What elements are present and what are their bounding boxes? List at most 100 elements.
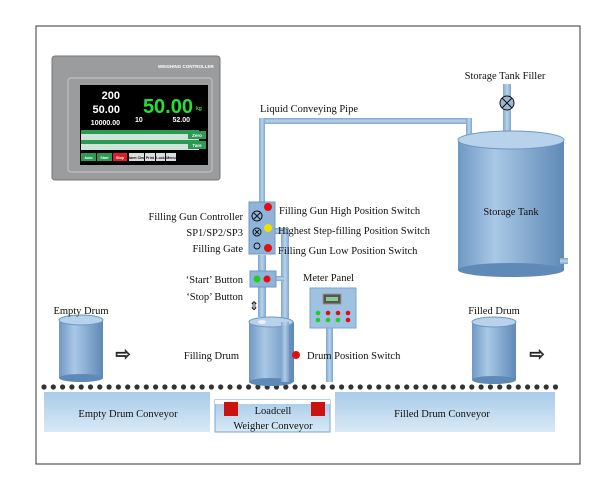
arrow-right-icon: ⇨ (529, 344, 544, 364)
label-sp: SP1/SP2/SP3 (186, 228, 243, 239)
conveyor-roller (525, 384, 531, 390)
conveyor-roller (106, 384, 112, 390)
controller-button-label: Lock (156, 156, 164, 160)
conveyor-roller (246, 384, 252, 390)
conveyor-roller (534, 384, 540, 390)
high-position-lamp (264, 203, 272, 211)
conveyor-roller (78, 384, 84, 390)
start-button[interactable] (253, 275, 261, 283)
conveyor-roller (422, 384, 428, 390)
conveyor-roller (87, 384, 94, 390)
drum-position-switch (292, 351, 300, 359)
filled-drum (471, 316, 517, 384)
conveyor-roller (487, 384, 493, 390)
label-liquid-pipe: Liquid Conveying Pipe (260, 104, 358, 115)
controller-button (156, 153, 165, 161)
controller-button (97, 153, 112, 161)
label-storage-tank: Storage Tank (483, 207, 539, 218)
conveyor-roller (450, 384, 456, 390)
label-filling-gate: Filling Gate (193, 244, 244, 255)
valve-icon (252, 227, 262, 237)
label-empty-drum: Empty Drum (53, 306, 108, 317)
conveyor-roller (115, 384, 121, 390)
conveyor-roller (236, 384, 242, 390)
conveyor-roller (413, 384, 419, 390)
conveyor-roller (171, 384, 177, 390)
arrow-right-icon: ⇨ (115, 344, 130, 364)
conveyor-roller (60, 384, 66, 390)
meter-lamp (345, 310, 351, 316)
controller-button (145, 153, 155, 161)
label-step-switch: Highest Step-filling Position Switch (278, 226, 431, 237)
controller-side-button (188, 131, 206, 139)
conveyor-roller (227, 384, 233, 390)
conveyor-roller (69, 384, 75, 390)
filling-gun-controller (248, 201, 276, 255)
label-loadcell: Loadcell (255, 406, 292, 417)
conveyor-roller (208, 384, 214, 390)
label-start-button: ‘Start’ Button (186, 275, 244, 286)
conveyor-roller (394, 384, 400, 390)
controller-side-button-label: Tare (192, 143, 202, 148)
total-value: 10000.00 (91, 120, 120, 127)
meter-lamp (315, 310, 321, 316)
main-weight: 50.00 (143, 96, 193, 118)
low-position-lamp (264, 244, 272, 252)
meter-lamp (345, 317, 351, 323)
conveyor-roller (255, 384, 261, 390)
conveyor-roller (320, 384, 326, 390)
conveyor-roller (329, 384, 335, 390)
conveyor-roller (190, 384, 196, 390)
label-storage-tank-filler: Storage Tank Filler (465, 71, 546, 82)
label-filled-drum: Filled Drum (468, 306, 520, 317)
final-value: 50.00 (92, 104, 120, 116)
label-low-switch: Filling Gun Low Position Switch (278, 246, 418, 257)
conveyor-roller (292, 384, 298, 390)
label-filled-conveyor: Filled Drum Conveyor (394, 409, 490, 420)
conveyor-roller (153, 384, 159, 390)
conveyor-roller (366, 384, 373, 390)
conveyor-roller (125, 384, 131, 390)
conveyor-roller (348, 384, 354, 390)
step-position-lamp (264, 224, 272, 232)
storage-tank: Storage Tank (457, 130, 568, 277)
controller-side-button-label: Zero (192, 133, 202, 138)
empty-drum-conveyor (44, 392, 210, 432)
conveyor-roller (376, 384, 382, 390)
controller-button-label: Alarm Clear (126, 156, 147, 160)
conveyor-roller (441, 384, 447, 390)
controller-button-label: Menu (166, 156, 175, 160)
conveyor-roller (162, 384, 168, 390)
liquid-conveying-pipe (259, 118, 471, 124)
conveyor-roller (143, 384, 149, 390)
controller-button (113, 153, 127, 161)
controller-button (81, 153, 96, 161)
label-drum-position-switch: Drum Position Switch (307, 351, 401, 362)
conveyor-roller (339, 384, 345, 390)
step-value: 10 (135, 117, 143, 124)
up-down-arrow-icon: ⇕ (249, 299, 259, 313)
stop-button[interactable] (263, 275, 271, 283)
conveyor-roller (357, 384, 363, 390)
meter-lamp (335, 317, 341, 323)
conveyor-roller (311, 384, 317, 390)
weight-unit: kg (196, 106, 202, 112)
conveyor-roller (50, 384, 56, 390)
conveyor-roller (432, 384, 438, 390)
label-stop-button: ‘Stop’ Button (186, 292, 243, 303)
controller-button (129, 153, 144, 161)
meter-lamp (325, 317, 331, 323)
conveyor-roller (97, 384, 103, 390)
conveyor-roller (459, 384, 466, 390)
meter-panel (309, 287, 357, 329)
loadcell-icon (224, 402, 238, 416)
label-gun-controller: Filling Gun Controller (149, 212, 244, 223)
conveyor-roller (218, 384, 224, 390)
valve-icon (251, 210, 263, 222)
setpoint-value: 52.00 (172, 117, 190, 124)
empty-drum (58, 314, 104, 382)
pipe-down-to-gun (259, 118, 265, 208)
controller-button-label: Auto (84, 156, 93, 160)
conveyor-roller (506, 384, 512, 390)
